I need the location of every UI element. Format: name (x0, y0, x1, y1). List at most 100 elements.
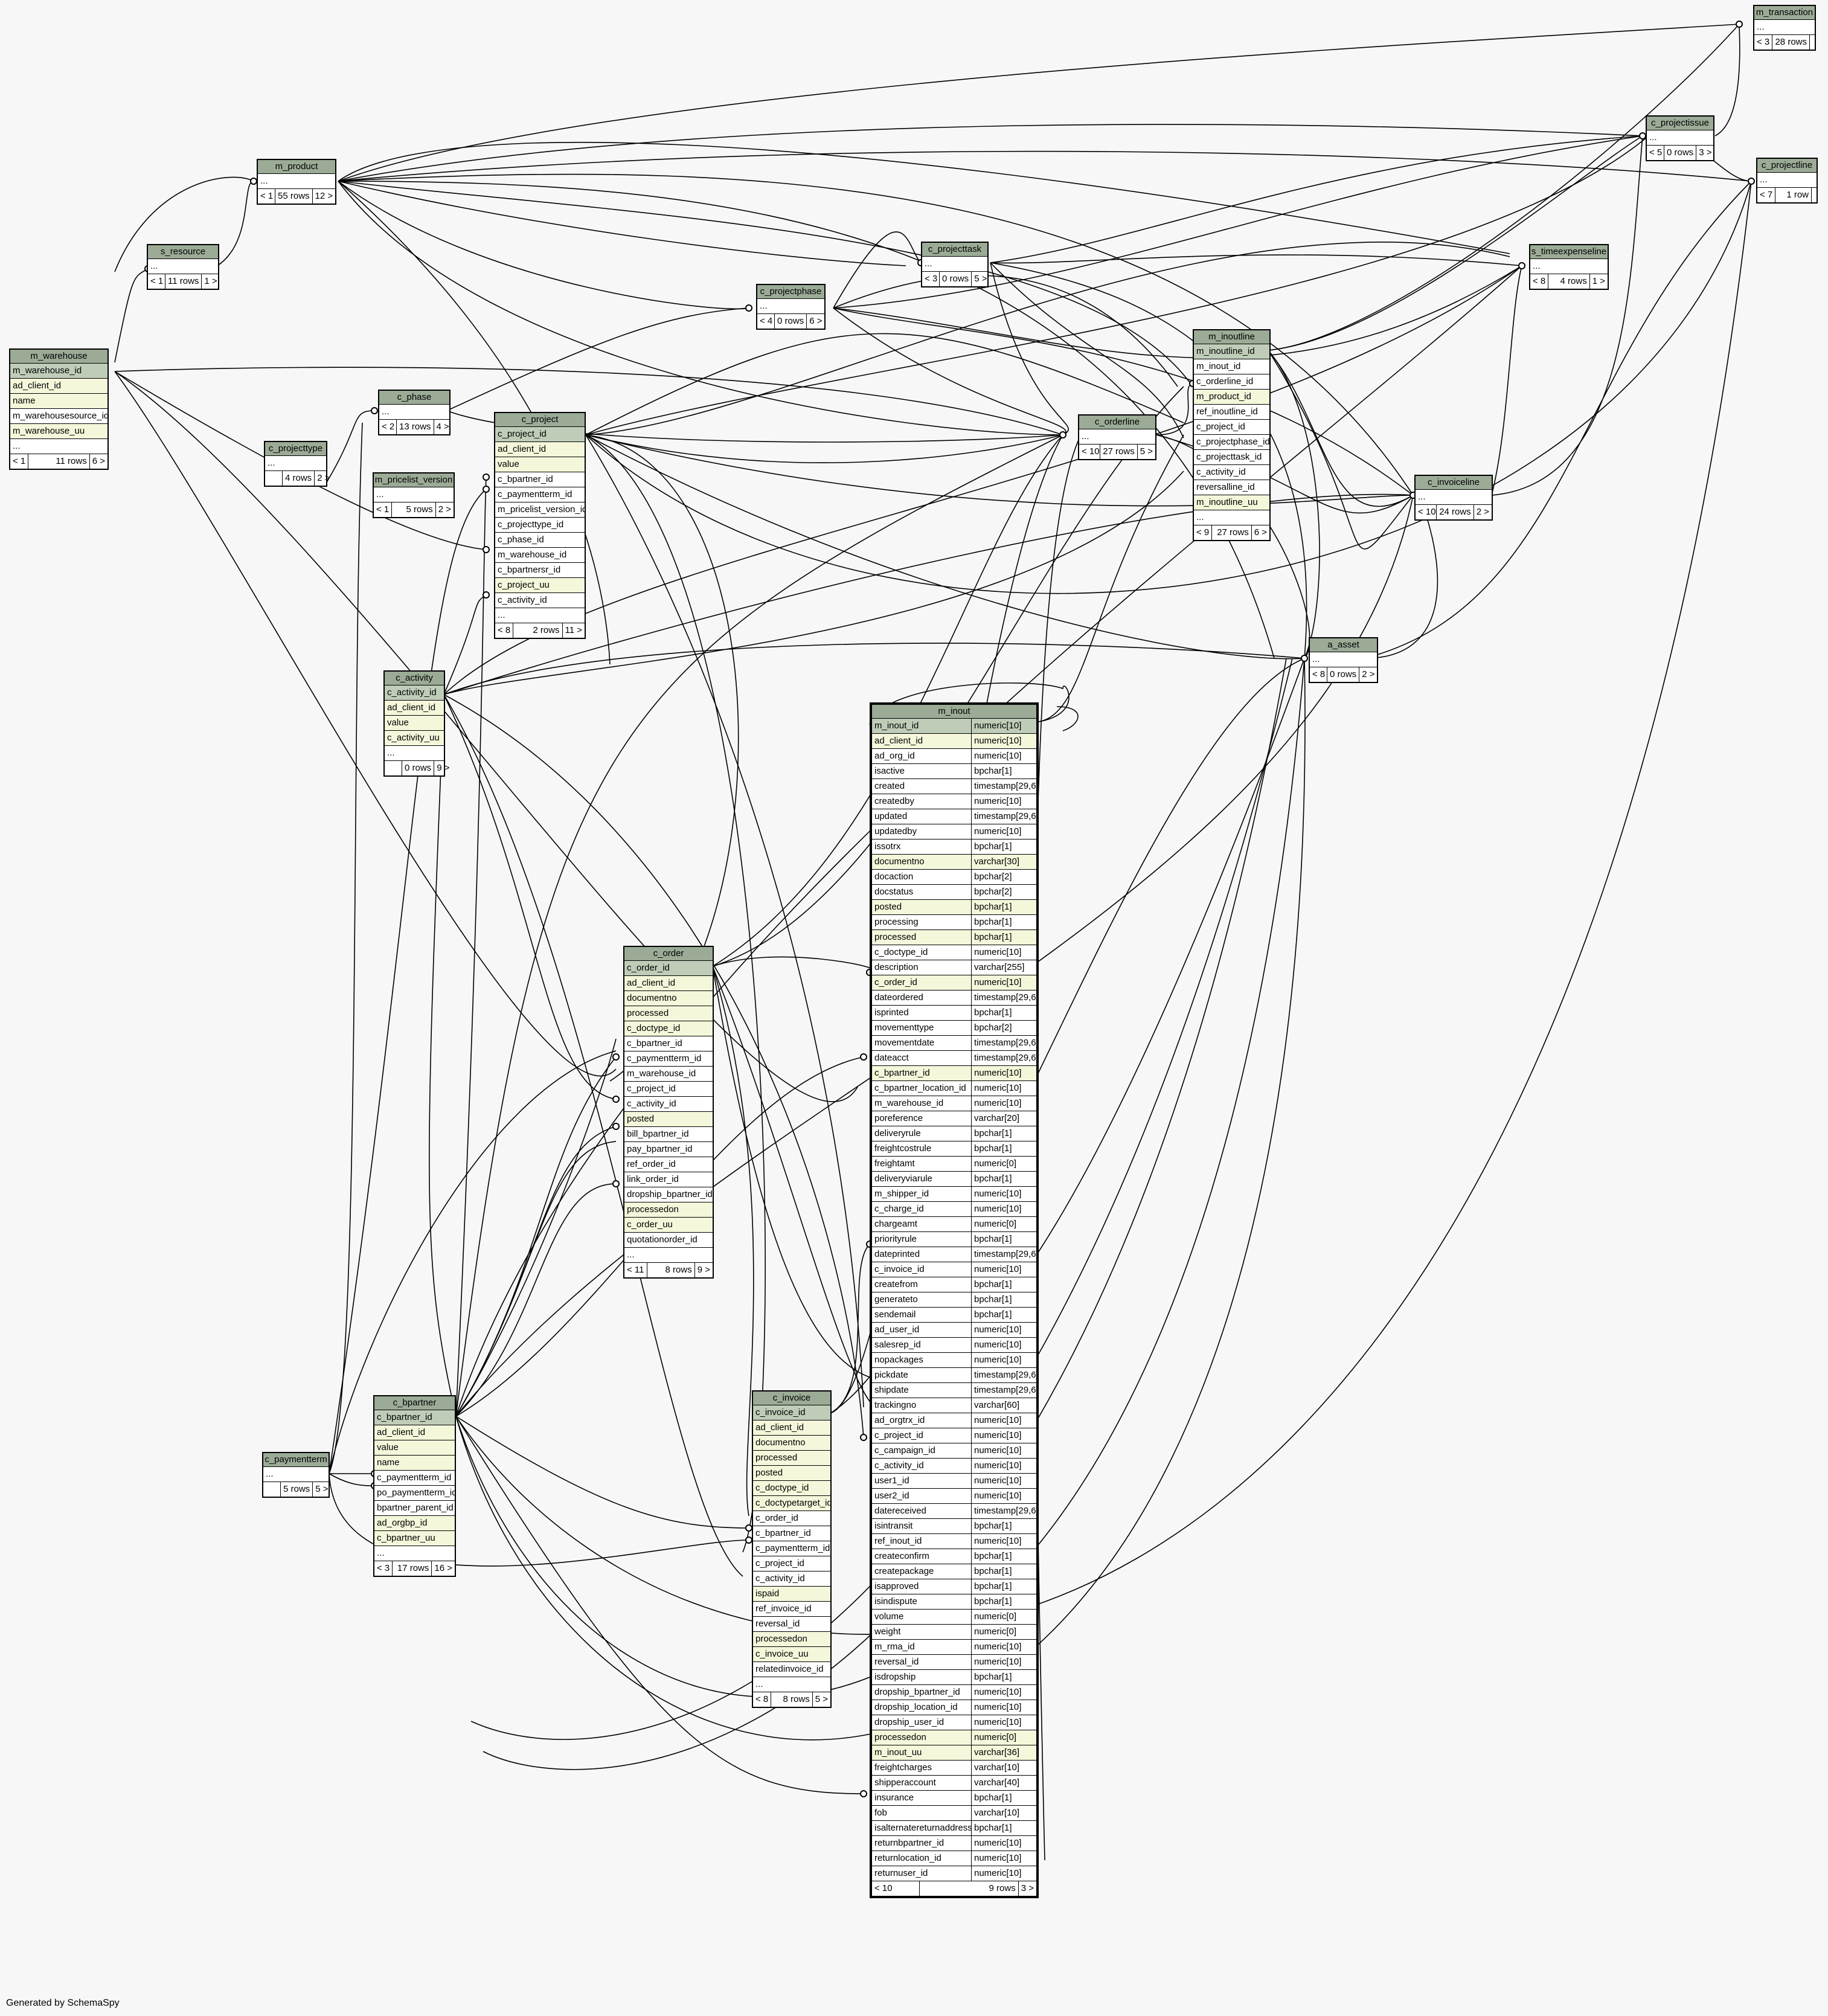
row-count[interactable]: 24 rows (1437, 505, 1474, 519)
table-column-row[interactable]: ... (495, 608, 585, 623)
table-column-row[interactable]: c_project_id (1194, 420, 1269, 435)
children-count[interactable]: 6 > (92, 456, 105, 466)
table-title[interactable]: c_activity (385, 672, 444, 685)
table-column-row[interactable]: name (10, 394, 107, 409)
row-count[interactable]: 4 rows (283, 471, 315, 486)
row-count[interactable]: 0 rows (1664, 146, 1697, 160)
row-count[interactable]: 11 rows (165, 274, 202, 289)
table-column-row[interactable]: c_projecttype_id (495, 518, 585, 533)
table-column-row[interactable]: ad_client_id (10, 379, 107, 394)
table-title[interactable]: c_projecttask (922, 243, 987, 257)
table-column-row[interactable]: c_project_id (495, 427, 585, 442)
children-count[interactable]: 6 > (1254, 527, 1267, 538)
parents-count[interactable]: < 1 (258, 189, 275, 204)
table-title[interactable]: c_bpartner (374, 1396, 455, 1410)
parents-count[interactable]: < 9 (1194, 525, 1213, 540)
children-count[interactable]: 3 > (1021, 1883, 1034, 1893)
row-count[interactable]: 55 rows (275, 189, 313, 204)
row-count[interactable]: 5 rows (281, 1482, 313, 1497)
table-column-row[interactable]: ad_client_id (753, 1421, 830, 1436)
table-column-row[interactable]: value (385, 716, 444, 731)
table-column-row[interactable]: c_paymentterm_id (374, 1471, 455, 1486)
parents-count[interactable]: < 11 (624, 1263, 647, 1277)
table-column-row[interactable]: c_paymentterm_id (753, 1541, 830, 1556)
table-column-row[interactable]: ... (263, 1467, 329, 1482)
children-count[interactable] (1812, 188, 1817, 202)
parents-count[interactable] (385, 761, 402, 775)
table-title[interactable]: s_resource (148, 245, 218, 259)
table-column-row[interactable]: c_projectphase_id (1194, 435, 1269, 450)
table-column-row[interactable]: c_bpartner_id (495, 472, 585, 487)
table-title[interactable]: m_transaction (1754, 6, 1815, 20)
table-column-row[interactable]: m_inoutline_id (1194, 344, 1269, 359)
table-column-row[interactable]: name (374, 1456, 455, 1471)
table-column-row[interactable]: documentno (624, 991, 713, 1006)
table-column-row[interactable]: m_inout_id (1194, 359, 1269, 374)
children-count[interactable]: 2 > (438, 504, 451, 515)
table-column-row[interactable]: link_order_id (624, 1172, 713, 1187)
row-count[interactable]: 0 rows (940, 272, 972, 286)
table-column-row[interactable]: ... (258, 174, 335, 189)
table-column-row[interactable]: c_activity_uu (385, 731, 444, 746)
table-title[interactable]: m_product (258, 160, 335, 174)
table-column-row[interactable]: documentno (753, 1436, 830, 1451)
table-column-row[interactable]: c_activity_id (495, 593, 585, 608)
table-title[interactable]: m_inoutline (1194, 330, 1269, 344)
row-count[interactable]: 17 rows (393, 1561, 432, 1576)
parents-count[interactable]: < 2 (379, 420, 397, 434)
table-column-row[interactable]: quotationorder_id (624, 1233, 713, 1248)
parents-count[interactable]: < 1 (374, 502, 393, 517)
table-column-row[interactable]: c_activity_id (624, 1097, 713, 1112)
children-count[interactable]: 5 > (315, 1484, 329, 1494)
table-title[interactable]: c_projectissue (1647, 117, 1713, 130)
parents-count[interactable]: < 8 (1530, 274, 1549, 289)
row-count[interactable]: 27 rows (1212, 525, 1252, 540)
table-column-row[interactable]: m_warehouse_id (624, 1067, 713, 1082)
table-column-row[interactable]: m_product_id (1194, 390, 1269, 405)
children-count[interactable]: 9 > (437, 763, 450, 773)
parents-count[interactable] (263, 1482, 281, 1497)
table-column-row[interactable]: ad_client_id (374, 1425, 455, 1440)
table-column-row[interactable]: c_activity_id (753, 1571, 830, 1587)
table-title[interactable]: c_project (495, 413, 585, 427)
table-column-row[interactable]: ... (757, 299, 824, 314)
table-column-row[interactable]: c_doctype_id (624, 1021, 713, 1036)
table-column-row[interactable]: c_bpartner_id (753, 1526, 830, 1541)
table-column-row[interactable]: c_phase_id (495, 533, 585, 548)
children-count[interactable]: 1 > (204, 276, 217, 286)
